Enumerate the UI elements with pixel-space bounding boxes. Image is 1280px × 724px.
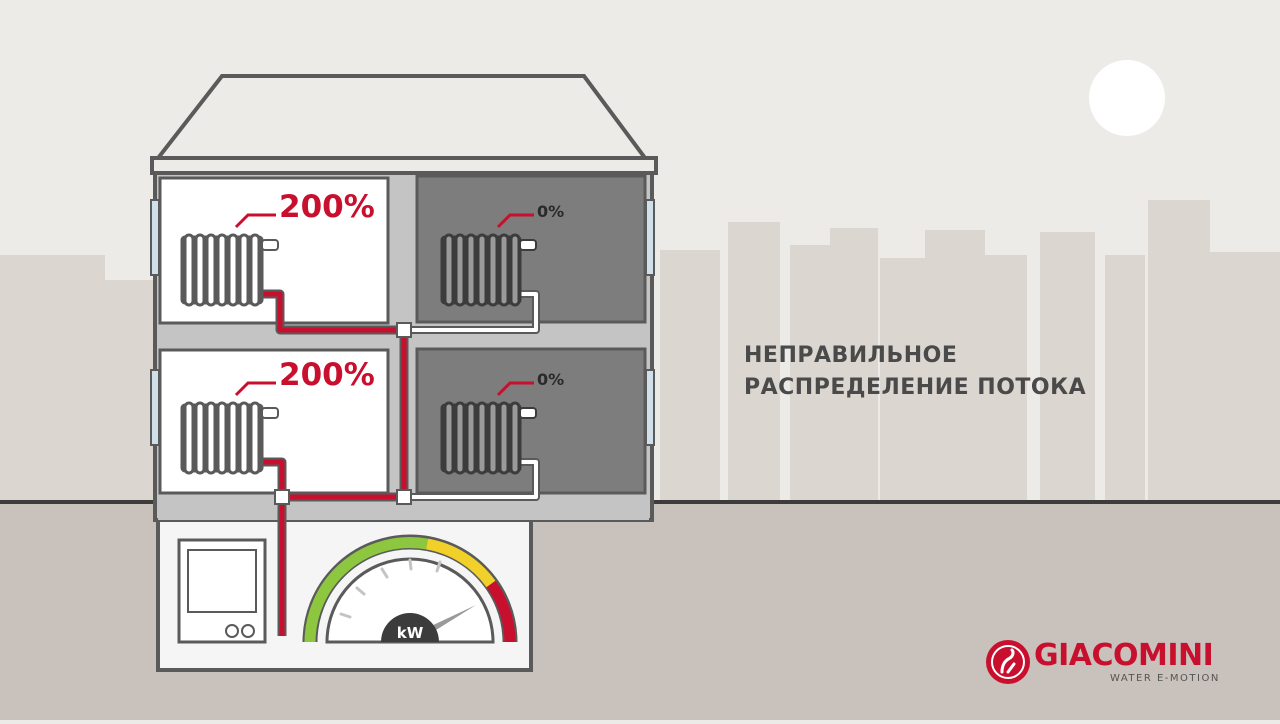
roof-eave xyxy=(150,156,658,175)
gauge-red-zone xyxy=(486,580,516,643)
label-leaders xyxy=(234,213,534,397)
gauge-face xyxy=(325,557,495,644)
radiator-lower-right-icon xyxy=(440,401,537,475)
brand-name: GIACOMINI xyxy=(1034,638,1214,673)
power-gauge: kW xyxy=(302,534,518,644)
window-left-upper xyxy=(150,199,160,276)
cold-pipe xyxy=(404,292,538,499)
brand-tagline: WATER E-MOTION xyxy=(1110,673,1220,684)
brand-emblem-icon xyxy=(986,640,1030,684)
caption-line-1: НЕПРАВИЛЬНОЕ xyxy=(744,343,958,368)
city-skyline xyxy=(0,200,1280,505)
gauge-hub xyxy=(381,613,439,642)
sun-icon xyxy=(1089,60,1165,136)
roof xyxy=(150,74,652,164)
gauge-ticks xyxy=(339,558,442,619)
flow-label-upper-right: 0% xyxy=(537,202,564,221)
window-left-lower xyxy=(150,369,160,446)
window-right-lower xyxy=(645,369,655,446)
brand-logo: GIACOMINI WATER E-MOTION xyxy=(984,636,1224,690)
pipe-joints xyxy=(274,322,412,505)
flow-label-upper-left: 200% xyxy=(279,189,375,225)
flow-label-lower-left: 200% xyxy=(279,357,375,393)
radiator-upper-left-icon xyxy=(180,233,279,307)
gauge-unit-label: kW xyxy=(397,624,424,642)
caption-line-2: РАСПРЕДЕЛЕНИЕ ПОТОКА xyxy=(744,375,1087,400)
window-right-upper xyxy=(645,199,655,276)
radiator-lower-left-icon xyxy=(180,401,279,475)
caption: НЕПРАВИЛЬНОЕ РАСПРЕДЕЛЕНИЕ ПОТОКА xyxy=(744,340,1164,404)
boiler-icon xyxy=(177,538,267,644)
radiator-upper-right-icon xyxy=(440,233,537,307)
gauge-yellow-zone xyxy=(425,538,496,588)
gauge-green-zone xyxy=(304,537,428,643)
flow-label-lower-right: 0% xyxy=(537,370,564,389)
